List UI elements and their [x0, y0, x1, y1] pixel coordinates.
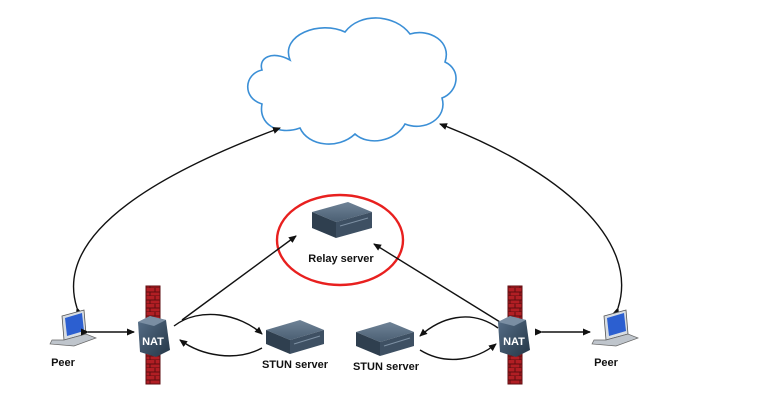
- right-nat-label: NAT: [503, 336, 525, 348]
- right-nat-icon: [498, 316, 530, 357]
- left-nat-icon: [138, 316, 170, 357]
- right-stun-server-icon: [356, 322, 414, 356]
- right-stun-server-label: STUN server: [353, 361, 420, 373]
- left-peer-laptop-icon: [49, 309, 97, 347]
- arrow-right-nat-relay: [373, 243, 501, 323]
- right-peer-label: Peer: [594, 357, 619, 369]
- relay-server-label: Relay server: [308, 253, 374, 265]
- arrow-right-peer-cloud: [439, 123, 623, 316]
- relay-server-icon: [312, 202, 372, 238]
- arrow-left-nat-to-stun: [173, 313, 263, 335]
- arrow-left-nat-relay: [181, 235, 297, 321]
- internet-cloud-icon: [246, 17, 457, 145]
- arrow-left-stun-to-nat: [179, 339, 263, 357]
- left-nat-label: NAT: [142, 336, 164, 348]
- arrow-right-stun-to-nat: [419, 343, 497, 361]
- left-stun-server-icon: [266, 320, 324, 354]
- arrow-left-peer-cloud: [72, 127, 281, 316]
- left-stun-server-label: STUN server: [262, 359, 329, 371]
- arrow-right-nat-to-stun: [419, 316, 499, 337]
- right-peer-laptop-icon: [591, 309, 639, 347]
- left-peer-label: Peer: [51, 357, 76, 369]
- relay-server-highlight-circle: [275, 193, 405, 287]
